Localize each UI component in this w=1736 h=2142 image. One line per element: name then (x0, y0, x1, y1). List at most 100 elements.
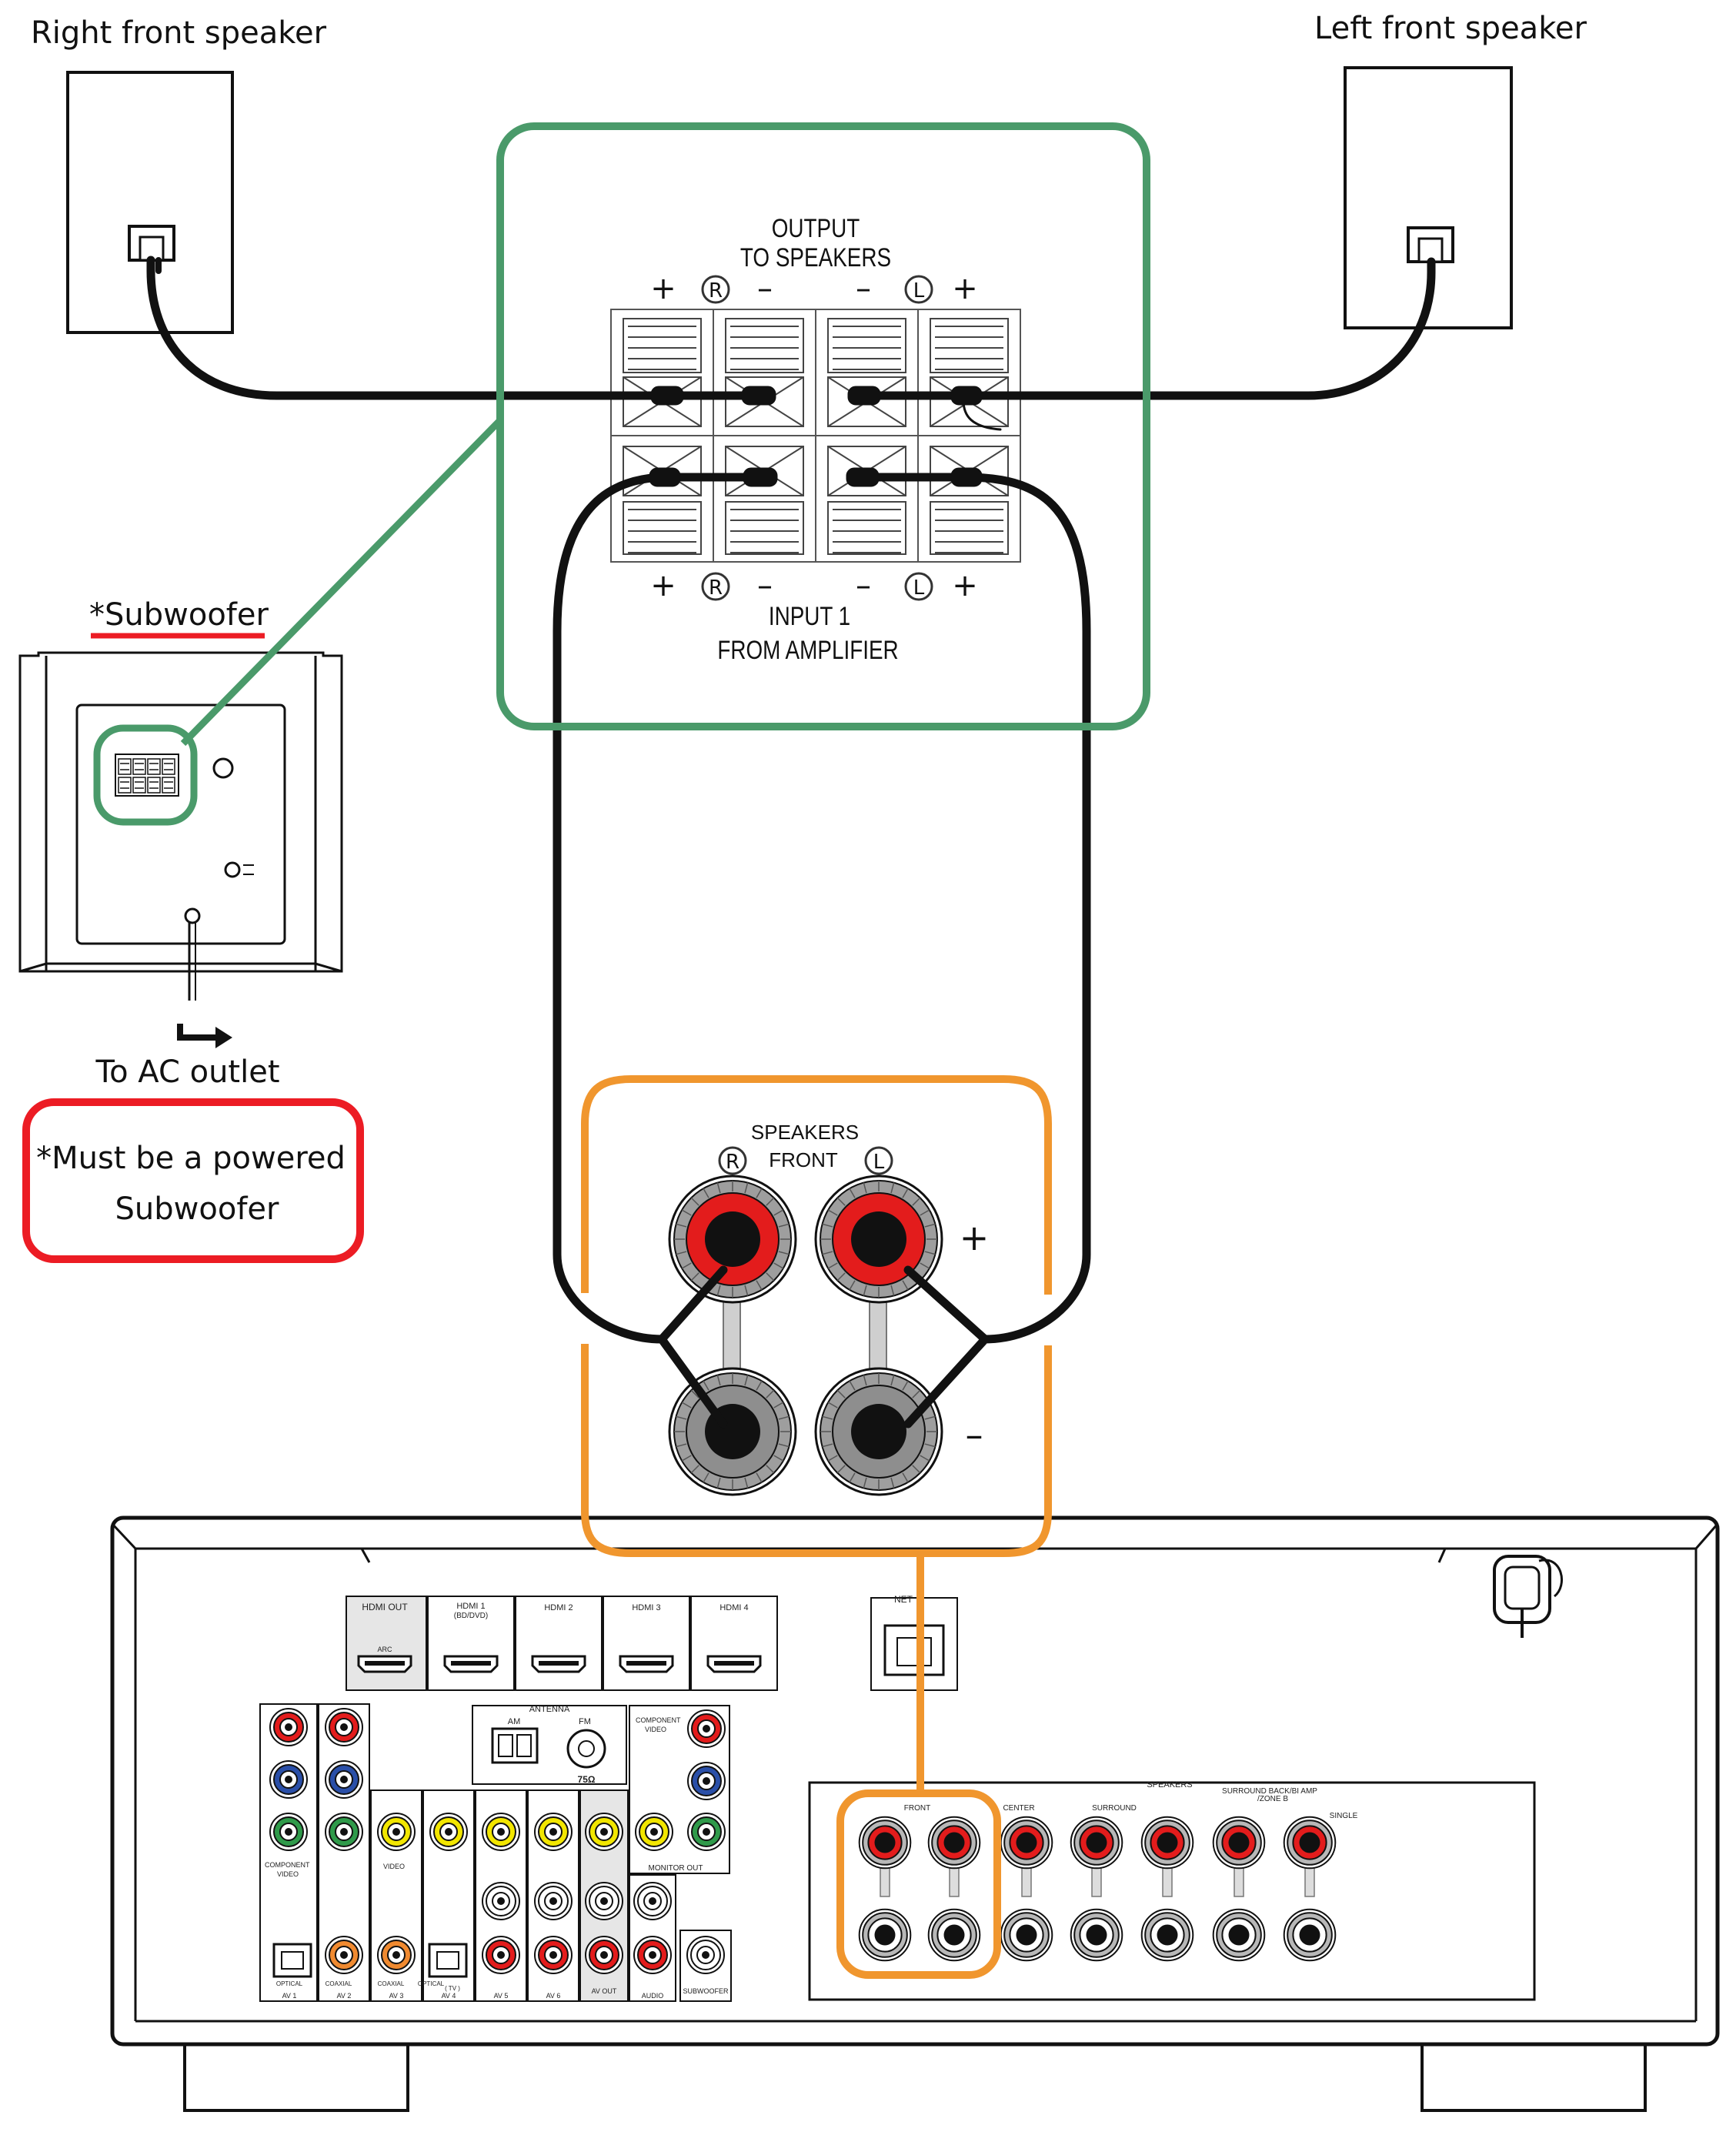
receiver-speaker-terminals: SPEAKERS FRONT CENTER SURROUND SURROUND … (808, 1780, 1536, 2001)
rcv-single-label: SINGLE (1330, 1812, 1358, 1820)
rca-jack (269, 1813, 308, 1851)
left-front-speaker-label: Left front speaker (1314, 11, 1587, 46)
minus-sign: – (856, 271, 871, 306)
av-label: AV 1 (282, 1992, 297, 2000)
rca-jack (482, 1936, 520, 1974)
minus-sign: – (856, 568, 871, 603)
jack-caption: OPTICAL (276, 1980, 303, 1987)
binding-post-negative (858, 1908, 912, 1962)
subwoofer-terminal-block (610, 309, 1021, 563)
analog-jacks-section: ANTENNA AM FM 75Ω COMPONENT VIDEO MONITO… (259, 1703, 732, 2002)
rca-jack (482, 1813, 520, 1851)
rca-jack (269, 1708, 308, 1746)
fm-label: FM (579, 1717, 591, 1726)
receiver-foot-right (1421, 2038, 1647, 2112)
av-label: SUBWOOFER (683, 1987, 729, 1995)
rca-jack (325, 1936, 363, 1974)
zoom-minus: – (966, 1414, 983, 1455)
svg-text:SURROUND BACK/BI AMP: SURROUND BACK/BI AMP (1222, 1787, 1317, 1796)
av-label: AV 5 (494, 1992, 509, 2000)
wire-right-speaker (146, 256, 766, 400)
ohm-label: 75Ω (578, 1774, 596, 1785)
binding-post-positive (1212, 1816, 1266, 1870)
output-label-line1: OUTPUT (772, 213, 860, 242)
rcv-speakers-label: SPEAKERS (1147, 1780, 1192, 1789)
av-label: AV 4 (442, 1992, 456, 2000)
plus-sign: + (952, 568, 978, 603)
svg-text:R: R (726, 1151, 739, 1174)
hdmi-4-label: HDMI 4 (719, 1603, 748, 1612)
rca-jack (585, 1813, 623, 1851)
jack-caption: COAXIAL (326, 1980, 352, 1987)
svg-text:/ZONE B: /ZONE B (1257, 1795, 1288, 1803)
binding-post-negative (1000, 1908, 1053, 1962)
net-label: NET (894, 1594, 913, 1605)
rca-jack (482, 1882, 520, 1920)
svg-text:COMPONENT: COMPONENT (265, 1861, 310, 1869)
front-positive-terminal (668, 1175, 797, 1304)
speakers-label: SPEAKERS (751, 1121, 859, 1144)
jack-caption: ( TV ) (445, 1985, 460, 1992)
binding-post-negative (1140, 1908, 1194, 1962)
powered-subwoofer-note-box (22, 1098, 364, 1263)
green-connector-line (180, 417, 503, 747)
rca-jack (687, 1762, 726, 1800)
plus-sign: + (650, 271, 676, 306)
input-label-line2: FROM AMPLIFIER (717, 635, 898, 664)
rcv-front-label: FRONT (904, 1804, 930, 1813)
svg-text:L: L (913, 576, 925, 600)
rca-jack (633, 1882, 672, 1920)
svg-text:VIDEO: VIDEO (645, 1726, 666, 1733)
rcv-surround-label: SURROUND (1092, 1804, 1137, 1813)
rca-jack (377, 1936, 416, 1974)
av-label: AV OUT (592, 1987, 617, 1995)
rca-jack (585, 1936, 623, 1974)
binding-post-positive (927, 1816, 981, 1870)
binding-post-positive (1283, 1816, 1337, 1870)
svg-text:(BD/DVD): (BD/DVD) (454, 1612, 488, 1620)
hdmi-3-label: HDMI 3 (632, 1603, 660, 1612)
input-label-line1: INPUT 1 (769, 601, 850, 630)
speaker-wires (146, 256, 1436, 1429)
minus-sign: – (757, 271, 773, 306)
power-inlet (1493, 1555, 1563, 1638)
binding-post-positive (1140, 1816, 1194, 1870)
rca-jack (633, 1936, 672, 1974)
ac-outlet-label: To AC outlet (95, 1054, 279, 1090)
video-label: VIDEO (383, 1863, 405, 1870)
rca-jack (325, 1760, 363, 1799)
rca-jack (534, 1936, 573, 1974)
svg-text:L: L (913, 279, 925, 302)
green-terminal-highlight (496, 122, 1150, 730)
binding-post-positive (858, 1816, 912, 1870)
rcv-center-label: CENTER (1003, 1804, 1034, 1813)
svg-text:R: R (709, 279, 723, 302)
av-label: AUDIO (642, 1992, 664, 2000)
rca-jack (635, 1813, 673, 1851)
front-negative-terminal (668, 1367, 797, 1496)
hdmi-section: HDMI OUT HDMI 1 (BD/DVD) HDMI 2 HDMI 3 H… (346, 1596, 778, 1691)
receiver-foot-left (183, 2038, 409, 2112)
am-label: AM (508, 1717, 521, 1726)
binding-post-negative (1070, 1908, 1123, 1962)
svg-text:R: R (709, 576, 723, 600)
jack-caption: OPTICAL (418, 1980, 445, 1987)
rca-jack (325, 1708, 363, 1746)
subwoofer-terminal-highlight (93, 724, 198, 826)
front-label: FRONT (769, 1148, 838, 1171)
l-badge: L (904, 572, 933, 601)
net-port: NET (870, 1594, 958, 1691)
rca-jack (429, 1813, 468, 1851)
l-badge: L (904, 275, 933, 304)
note-line-1: *Must be a powered (36, 1141, 346, 1176)
rca-jack (687, 1709, 726, 1748)
binding-post-positive (1000, 1816, 1053, 1870)
subwoofer (18, 651, 343, 1048)
binding-post-negative (1283, 1908, 1337, 1962)
antenna-label: ANTENNA (529, 1705, 570, 1714)
av-label: AV 2 (337, 1992, 352, 2000)
jack-caption: COAXIAL (378, 1980, 405, 1987)
minus-sign: – (757, 568, 773, 603)
